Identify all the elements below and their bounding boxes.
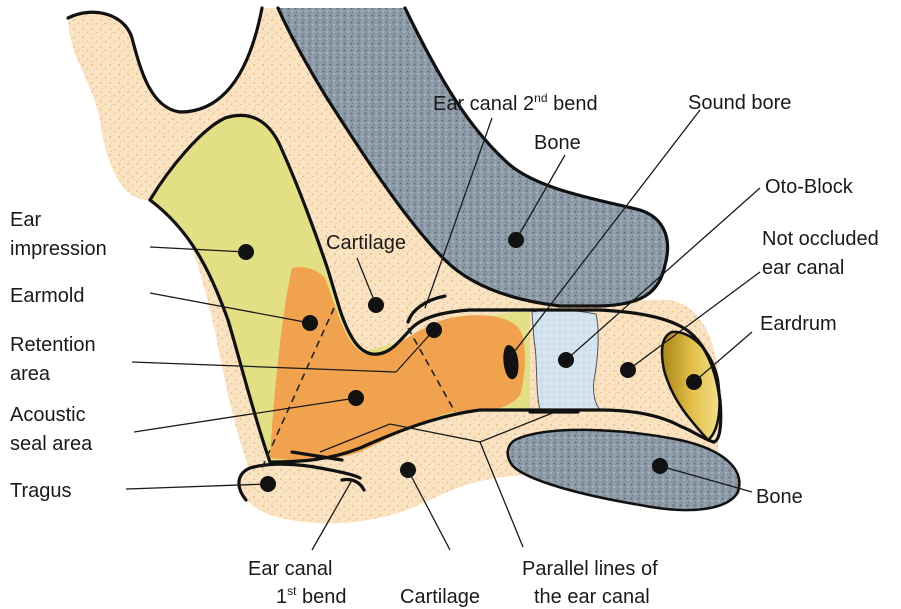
marker-not-occluded [620, 362, 636, 378]
label-retention-line1: Retention [10, 334, 96, 356]
label-oto-block: Oto-Block [765, 176, 854, 198]
first-bend-number: 1 [276, 586, 287, 608]
label-parallel-line2: the ear canal [534, 586, 650, 608]
marker-eardrum [686, 374, 702, 390]
label-earmold: Earmold [10, 285, 84, 307]
marker-bone-right [652, 458, 668, 474]
label-ear-impression-line2: impression [10, 238, 107, 260]
label-first-bend-line1: Ear canal [248, 558, 333, 580]
label-acoustic-line1: Acoustic [10, 404, 86, 426]
label-cartilage-middle: Cartilage [326, 232, 406, 254]
marker-retention [426, 322, 442, 338]
label-bone-right: Bone [756, 486, 803, 508]
marker-tragus [260, 476, 276, 492]
label-sound-bore: Sound bore [688, 92, 791, 114]
label-eardrum: Eardrum [760, 313, 837, 335]
marker-ear-impression [238, 244, 254, 260]
label-acoustic-line2: seal area [10, 433, 93, 455]
second-bend-main: Ear canal 2 [433, 93, 534, 115]
label-not-occluded-line1: Not occluded [762, 228, 879, 250]
label-bone-top: Bone [534, 132, 581, 154]
label-ear-impression-line1: Ear [10, 209, 41, 231]
marker-cartilage-bottom [400, 462, 416, 478]
label-second-bend: Ear canal 2nd bend [433, 91, 598, 115]
marker-oto-block [558, 352, 574, 368]
marker-cartilage-middle [368, 297, 384, 313]
label-not-occluded-line2: ear canal [762, 257, 844, 279]
label-cartilage-bottom: Cartilage [400, 586, 480, 608]
marker-earmold [302, 315, 318, 331]
second-bend-superscript: nd [534, 91, 547, 105]
label-tragus: Tragus [10, 480, 72, 502]
second-bend-word: bend [548, 93, 598, 115]
label-retention-line2: area [10, 363, 51, 385]
label-first-bend-line2: 1st bend [276, 584, 347, 608]
label-parallel-line1: Parallel lines of [522, 558, 658, 580]
marker-bone-top [508, 232, 524, 248]
marker-acoustic [348, 390, 364, 406]
first-bend-word: bend [296, 586, 346, 608]
